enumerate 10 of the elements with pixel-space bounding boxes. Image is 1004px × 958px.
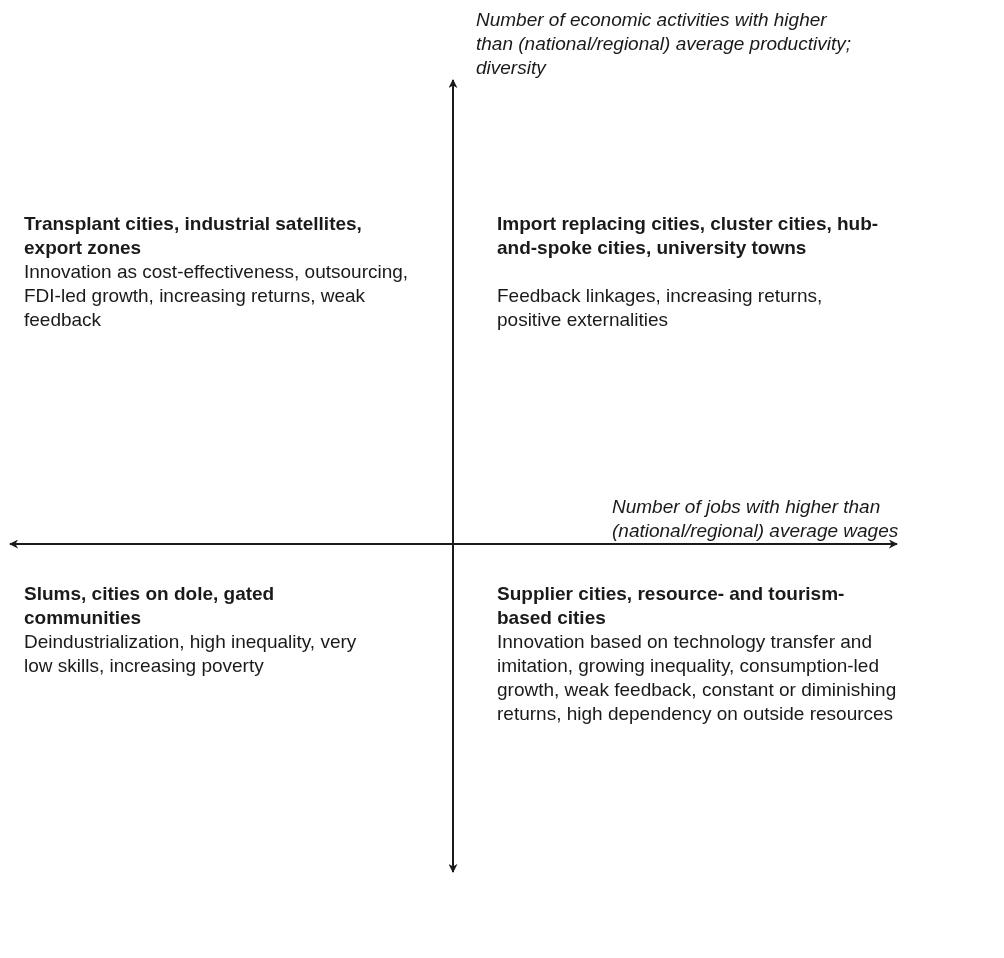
quadrant-description: Deindustrialization, high inequality, very low skills, increasing poverty (24, 630, 358, 678)
quadrant-description: Feedback linkages, increasing returns, positive externalities (497, 284, 824, 332)
axis-title: Number of economic activities with higher than (national/regional) average productivity; diversity (476, 8, 852, 80)
axis-title: Number of jobs with higher than (national/regional) average wages (612, 495, 900, 543)
quadrant-heading: Transplant cities, industrial satellites, export zones (24, 212, 363, 260)
quadrant-heading: Import replacing cities, cluster cities, hub-and-spoke cities, university towns (497, 212, 880, 260)
quadrant-heading: Slums, cities on dole, gated communities (24, 582, 276, 630)
quadrant-description: Innovation as cost-effectiveness, outsourcing, FDI-led growth, increasing returns, weak feedback (24, 260, 410, 332)
quadrant-description: Innovation based on technology transfer and imitation, growing inequality, consumption-led growth, weak feedback, constant or diminishing returns, high dependency on outside resources (497, 630, 897, 726)
quadrant-heading: Supplier cities, resource- and tourism-based cities (497, 582, 846, 630)
